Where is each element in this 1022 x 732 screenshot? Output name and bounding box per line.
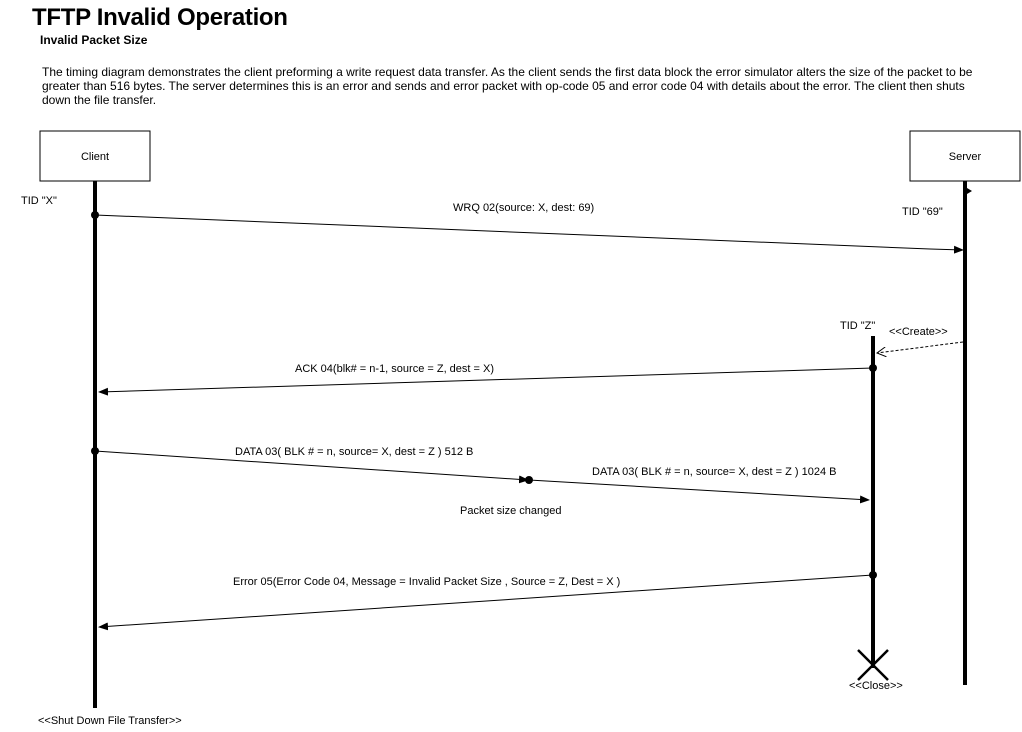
tid-69-label: TID "69" (902, 206, 943, 218)
client-participant: Client (39, 130, 151, 182)
close-destroy-icon (857, 649, 889, 681)
client-label: Client (81, 151, 109, 163)
server-label: Server (949, 151, 982, 163)
page-subtitle: Invalid Packet Size (40, 33, 148, 47)
data-altered-message: DATA 03( BLK # = n, source= X, dest = Z … (528, 466, 870, 504)
close-label: <<Close>> (849, 680, 903, 692)
ack-label: ACK 04(blk# = n-1, source = Z, dest = X) (295, 363, 494, 375)
tid-x-label: TID "X" (21, 195, 57, 207)
ack-message: ACK 04(blk# = n-1, source = Z, dest = X) (98, 363, 877, 396)
error-label: Error 05(Error Code 04, Message = Invali… (233, 576, 620, 588)
shutdown-label: <<Shut Down File Transfer>> (38, 715, 182, 727)
packet-changed-label: Packet size changed (460, 505, 562, 517)
description: The timing diagram demonstrates the clie… (42, 65, 973, 107)
server-participant: Server (909, 130, 1021, 182)
tid-z-label: TID "Z" (840, 320, 875, 332)
wrq-message: WRQ 02(source: X, dest: 69) (91, 202, 964, 254)
page-title: TFTP Invalid Operation (32, 4, 288, 31)
create-message: <<Create>> (877, 326, 964, 353)
wrq-label: WRQ 02(source: X, dest: 69) (453, 202, 594, 214)
error-message: Error 05(Error Code 04, Message = Invali… (98, 571, 877, 631)
data-sent-label: DATA 03( BLK # = n, source= X, dest = Z … (235, 446, 473, 458)
data-sent-message: DATA 03( BLK # = n, source= X, dest = Z … (91, 446, 533, 484)
server-lifeline-marker (967, 188, 972, 194)
create-label: <<Create>> (889, 326, 948, 338)
data-altered-label: DATA 03( BLK # = n, source= X, dest = Z … (592, 466, 836, 478)
